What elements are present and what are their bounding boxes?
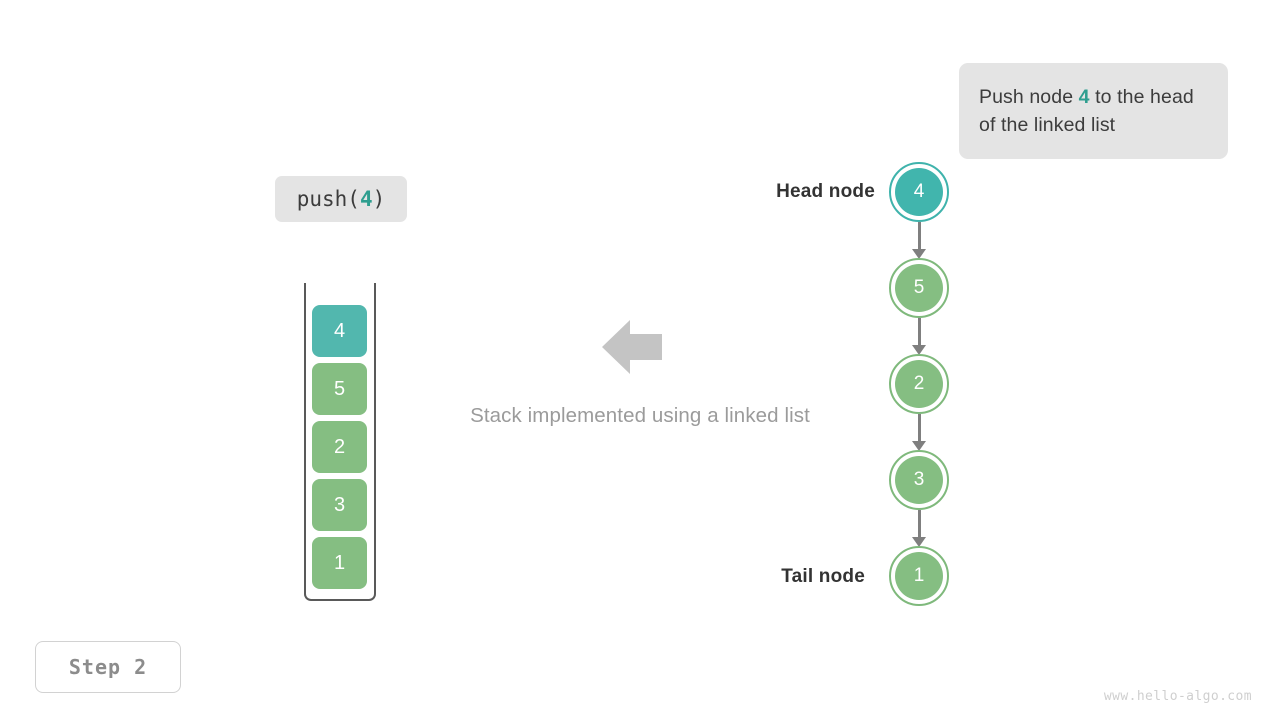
linked-list-edge [917, 222, 921, 250]
operation-label: push(4) [275, 176, 407, 222]
node-ring [889, 546, 949, 606]
operation-open-paren: ( [347, 187, 360, 211]
callout-text-before: Push node [979, 86, 1079, 108]
callout-tooltip: Push node 4 to the head of the linked li… [959, 63, 1228, 159]
callout-accent-value: 4 [1078, 86, 1090, 108]
linked-list-edge [917, 510, 921, 538]
node-value: 2 [895, 360, 943, 408]
linked-list-node: 1 [889, 546, 949, 606]
linked-list-arrow-head-icon [912, 441, 926, 451]
node-ring [889, 258, 949, 318]
node-value: 5 [895, 264, 943, 312]
callout-text: Push node 4 to the head of the linked li… [979, 83, 1208, 139]
node-ring [889, 162, 949, 222]
node-ring [889, 354, 949, 414]
linked-list-edge [917, 414, 921, 442]
node-value: 3 [895, 456, 943, 504]
operation-argument: 4 [359, 187, 373, 211]
node-value: 1 [895, 552, 943, 600]
linked-list-node: 4 [889, 162, 949, 222]
watermark: www.hello-algo.com [1103, 689, 1252, 704]
linked-list-node: 2 [889, 354, 949, 414]
node-ring [889, 450, 949, 510]
tail-node-label: Tail node [781, 566, 865, 587]
stack-caption: Stack implemented using a linked list [470, 404, 810, 427]
stack-cell: 4 [312, 305, 367, 357]
linked-list-node: 5 [889, 258, 949, 318]
linked-list-arrow-head-icon [912, 537, 926, 547]
linked-list: 4 5 2 3 1 [860, 155, 990, 615]
stack-cell: 3 [312, 479, 367, 531]
stack-cell: 5 [312, 363, 367, 415]
node-value: 4 [895, 168, 943, 216]
stack-cell: 2 [312, 421, 367, 473]
stack-cell: 1 [312, 537, 367, 589]
linked-list-node: 3 [889, 450, 949, 510]
linked-list-edge [917, 318, 921, 346]
linked-list-arrow-head-icon [912, 249, 926, 259]
head-node-label: Head node [776, 181, 875, 202]
operation-close-paren: ) [372, 187, 386, 211]
stack-cell-list: 4 5 2 3 1 [312, 305, 367, 589]
step-badge: Step 2 [35, 641, 181, 693]
left-arrow-icon [602, 320, 662, 374]
linked-list-arrow-head-icon [912, 345, 926, 355]
operation-name: push [296, 187, 348, 211]
callout-text-after: to the head of the linked list [979, 86, 1194, 136]
